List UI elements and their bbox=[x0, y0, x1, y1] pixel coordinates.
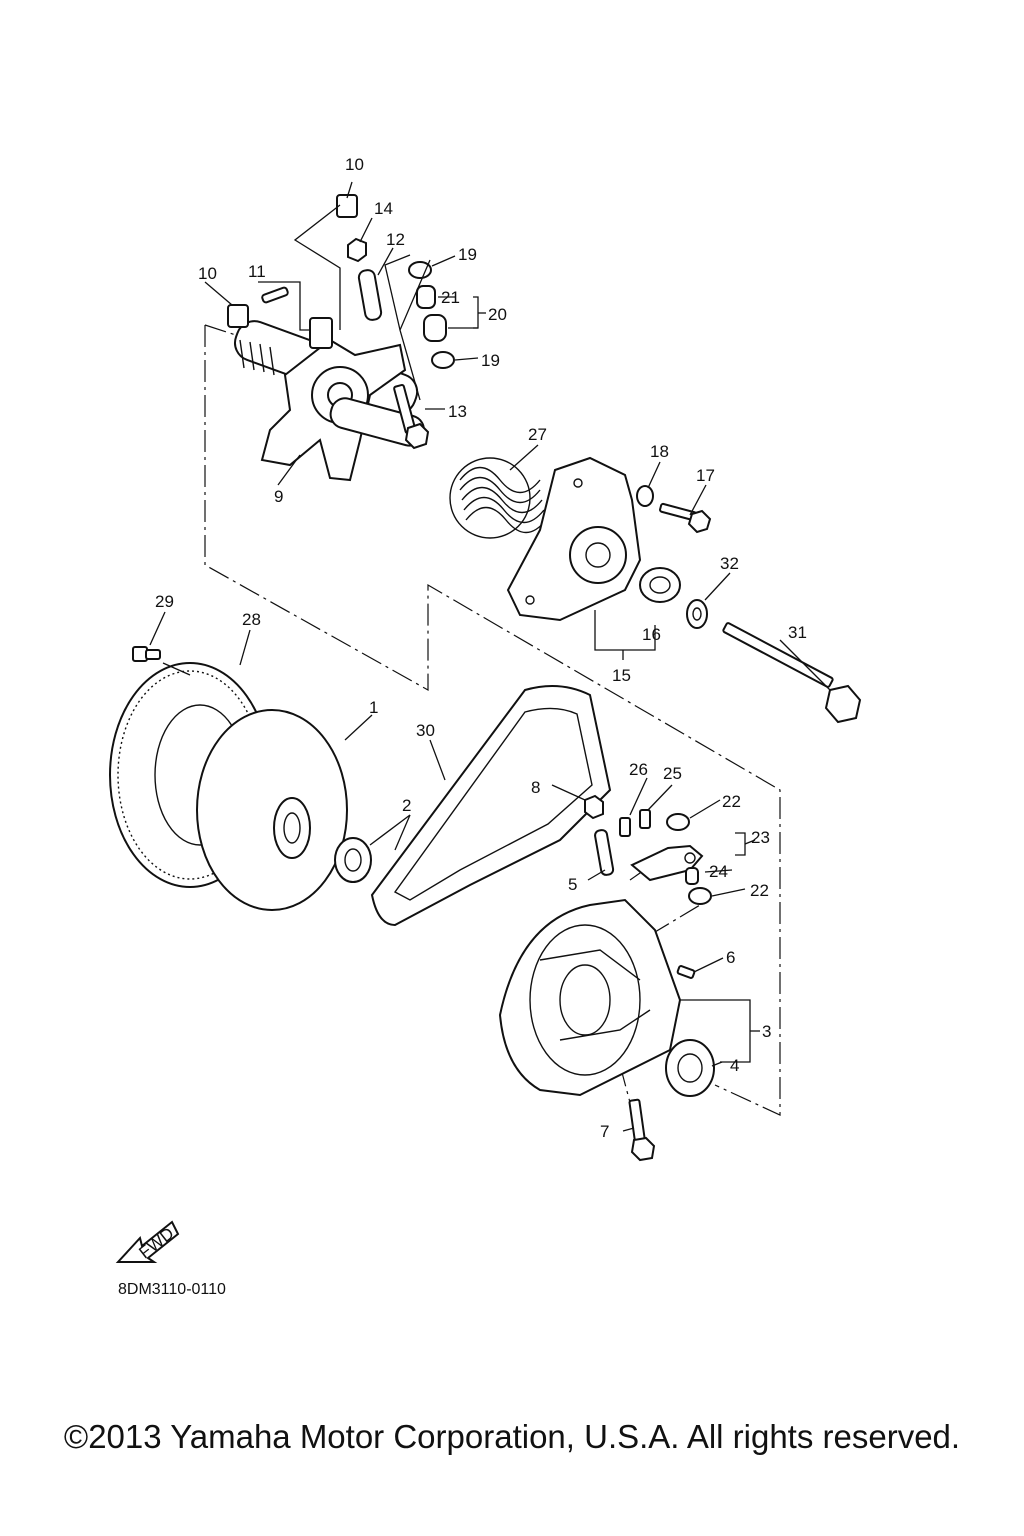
part-10-slider-block-left bbox=[227, 304, 249, 328]
part-1-fixed-sheave bbox=[196, 709, 348, 911]
part-15-spider-cover bbox=[506, 456, 642, 622]
part-10-slider-block-top bbox=[336, 194, 358, 218]
callout-label: 30 bbox=[416, 721, 435, 740]
part-32-washer bbox=[686, 599, 708, 629]
callout-label: 20 bbox=[488, 305, 507, 324]
callout-label: 24 bbox=[709, 862, 728, 881]
callout-label: 4 bbox=[730, 1056, 739, 1075]
callout-label: 15 bbox=[612, 666, 631, 685]
callout-label: 22 bbox=[750, 881, 769, 900]
callout-label: 6 bbox=[726, 948, 735, 967]
part-8-nut bbox=[584, 794, 604, 820]
callout-label: 31 bbox=[788, 623, 807, 642]
callout-label: 3 bbox=[762, 1022, 771, 1041]
part-21-bushing bbox=[416, 285, 436, 309]
callout-label: 11 bbox=[248, 262, 266, 281]
callout-label: 23 bbox=[751, 828, 770, 847]
callout-label: 21 bbox=[441, 288, 460, 307]
part-2-collar bbox=[334, 837, 372, 883]
part-17-bolt bbox=[659, 502, 712, 534]
part-29-bolt bbox=[132, 646, 161, 662]
callout-label: 26 bbox=[629, 760, 648, 779]
part-22-washer-upper bbox=[666, 813, 690, 831]
part-25-bolt bbox=[639, 809, 651, 829]
callout-label: 28 bbox=[242, 610, 261, 629]
part-9-spider-shaft bbox=[234, 317, 425, 482]
callout-label: 25 bbox=[663, 764, 682, 783]
part-16-bushing bbox=[639, 567, 681, 603]
callout-label: 14 bbox=[374, 199, 393, 218]
part-26-bolt bbox=[619, 817, 631, 837]
callout-label: 22 bbox=[722, 792, 741, 811]
copyright-notice: ©2013 Yamaha Motor Corporation, U.S.A. A… bbox=[63, 1418, 961, 1455]
part-24-bushing bbox=[685, 867, 699, 885]
part-5-pin bbox=[594, 829, 615, 876]
callout-label: 5 bbox=[568, 875, 577, 894]
leader-lines bbox=[149, 181, 831, 1132]
callout-label: 16 bbox=[642, 625, 661, 644]
drawing-code: 8DM3110-0110 bbox=[118, 1281, 226, 1298]
part-7-bolt bbox=[628, 1098, 656, 1162]
part-6-screw bbox=[676, 965, 696, 979]
callout-label: 29 bbox=[155, 592, 174, 611]
callout-label: 12 bbox=[386, 230, 405, 249]
part-18-washer bbox=[636, 485, 654, 507]
callout-label: 19 bbox=[458, 245, 477, 264]
fwd-arrow-icon: FWD bbox=[115, 1220, 180, 1263]
part-12-roller-pin bbox=[357, 269, 383, 321]
part-31-bolt bbox=[722, 622, 862, 724]
callout-label: 1 bbox=[369, 698, 378, 717]
part-13-bolt bbox=[393, 384, 430, 450]
part-27-spring bbox=[449, 457, 547, 539]
callout-label: 19 bbox=[481, 351, 500, 370]
callout-label: 8 bbox=[531, 778, 540, 797]
part-23-arm bbox=[630, 844, 704, 882]
callout-label: 17 bbox=[696, 466, 715, 485]
part-11-pin bbox=[261, 286, 289, 304]
callout-label: 10 bbox=[198, 264, 217, 283]
part-3-movable-sheave bbox=[498, 898, 682, 1097]
callout-label: 7 bbox=[600, 1122, 609, 1141]
callout-label: 9 bbox=[274, 487, 283, 506]
callout-label: 27 bbox=[528, 425, 547, 444]
callout-label: 10 bbox=[345, 155, 364, 174]
callout-label: 13 bbox=[448, 402, 467, 421]
callout-labels: 1 2 3 4 5 6 7 8 9 10 10 11 12 13 14 15 1… bbox=[155, 155, 807, 1141]
part-30-drive-belt bbox=[370, 685, 612, 927]
callout-label: 2 bbox=[402, 796, 411, 815]
part-22-washer-lower bbox=[688, 887, 712, 905]
callout-label: 18 bbox=[650, 442, 669, 461]
part-19-washer-lower bbox=[431, 351, 455, 369]
part-19-washer-upper bbox=[408, 261, 432, 279]
part-20-roller bbox=[423, 314, 447, 342]
part-14-nut bbox=[347, 237, 367, 263]
part-4-bushing bbox=[665, 1039, 715, 1097]
callout-label: 32 bbox=[720, 554, 739, 573]
